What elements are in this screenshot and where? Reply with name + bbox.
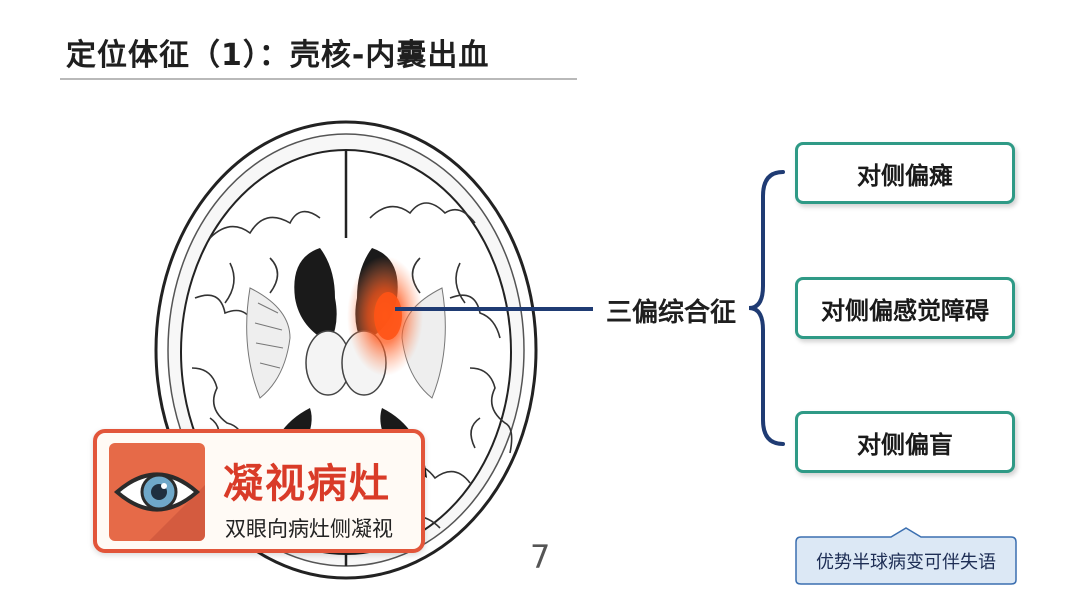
curly-bracket bbox=[748, 170, 785, 446]
gaze-card: 凝视病灶 双眼向病灶侧凝视 bbox=[93, 429, 425, 553]
lesion-connector-line bbox=[395, 307, 593, 311]
aphasia-note: 优势半球病变可伴失语 bbox=[795, 527, 1017, 585]
page-title: 定位体征（1）：壳核-内囊出血 bbox=[66, 38, 490, 73]
left-basal-ganglia bbox=[246, 287, 291, 399]
title-divider bbox=[60, 78, 577, 80]
left-ventricle bbox=[294, 248, 337, 343]
symptom-box-hemianesthesia: 对侧偏感觉障碍 bbox=[795, 277, 1015, 339]
eye-icon bbox=[109, 443, 205, 541]
gaze-card-title: 凝视病灶 bbox=[223, 461, 391, 507]
gaze-card-subtitle: 双眼向病灶侧凝视 bbox=[225, 517, 393, 541]
symptom-box-hemiplegia: 对侧偏瘫 bbox=[795, 142, 1015, 204]
page-number: 7 bbox=[530, 538, 551, 576]
aphasia-note-text: 优势半球病变可伴失语 bbox=[816, 552, 996, 573]
syndrome-label: 三偏综合征 bbox=[606, 298, 737, 328]
symptom-box-hemianopia: 对侧偏盲 bbox=[795, 411, 1015, 473]
